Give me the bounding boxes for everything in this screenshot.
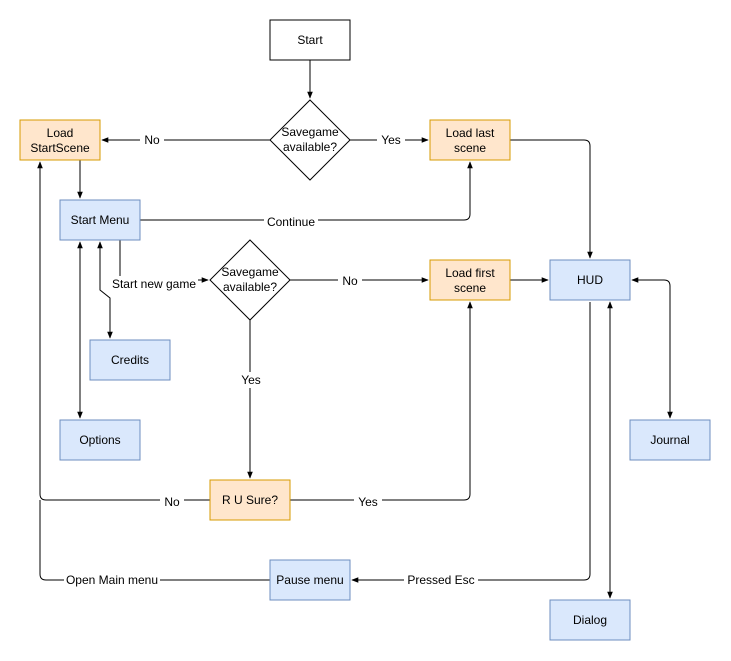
node-load-first-scene-line-2: scene bbox=[454, 281, 486, 295]
label-no-1: No bbox=[144, 133, 160, 147]
node-start-menu: Start Menu bbox=[59, 199, 141, 241]
node-dialog-label: Dialog bbox=[573, 613, 607, 627]
node-savegame-check-2: Savegame available? bbox=[209, 239, 291, 321]
label-open-main-menu: Open Main menu bbox=[66, 573, 158, 587]
label-no-3: No bbox=[164, 495, 180, 509]
node-options: Options bbox=[59, 419, 141, 461]
node-load-first-scene-line-1: Load first bbox=[445, 266, 495, 280]
edge-start-new-game bbox=[119, 240, 209, 283]
node-savegame-check-1-line-2: available? bbox=[283, 140, 337, 154]
label-pressed-esc: Pressed Esc bbox=[407, 573, 474, 587]
node-journal: Journal bbox=[629, 419, 711, 461]
node-journal-label: Journal bbox=[650, 433, 689, 447]
node-credits: Credits bbox=[89, 339, 171, 381]
label-yes-3: Yes bbox=[358, 495, 378, 509]
label-continue: Continue bbox=[267, 215, 315, 229]
node-load-startscene-line-1: Load bbox=[47, 126, 74, 140]
label-start-new-game: Start new game bbox=[112, 277, 196, 291]
node-options-label: Options bbox=[79, 433, 120, 447]
label-yes-2: Yes bbox=[241, 373, 261, 387]
edge-hud-journal bbox=[631, 277, 673, 419]
label-no-2: No bbox=[342, 274, 358, 288]
node-load-startscene-line-2: StartScene bbox=[30, 141, 90, 155]
node-load-last-scene: Load last scene bbox=[429, 119, 511, 161]
node-load-last-scene-line-2: scene bbox=[454, 141, 486, 155]
node-hud: HUD bbox=[549, 259, 631, 301]
node-savegame-check-2-line-1: Savegame bbox=[221, 265, 279, 279]
edge-start-menu-credits bbox=[97, 241, 113, 339]
edge-pressed-esc bbox=[351, 302, 591, 583]
node-pause-menu: Pause menu bbox=[269, 559, 351, 601]
node-pause-menu-label: Pause menu bbox=[276, 573, 343, 587]
edges bbox=[37, 60, 673, 599]
label-yes-1: Yes bbox=[381, 133, 401, 147]
node-savegame-check-2-line-2: available? bbox=[223, 280, 277, 294]
node-hud-label: HUD bbox=[577, 273, 603, 287]
node-load-last-scene-line-1: Load last bbox=[446, 126, 495, 140]
node-load-startscene: Load StartScene bbox=[19, 119, 101, 161]
edge-r-u-sure-yes bbox=[290, 301, 473, 501]
edge-load-last-to-hud bbox=[510, 139, 593, 259]
edge-open-main-menu bbox=[39, 500, 270, 581]
node-dialog: Dialog bbox=[549, 599, 631, 641]
edge-labels: No Yes Continue Start new game No Yes No… bbox=[64, 132, 478, 588]
node-savegame-check-1: Savegame available? bbox=[269, 99, 351, 181]
node-credits-label: Credits bbox=[111, 353, 149, 367]
node-start: Start bbox=[269, 19, 351, 61]
nodes: Start Savegame available? Load StartScen… bbox=[19, 19, 711, 641]
node-load-first-scene: Load first scene bbox=[429, 259, 511, 301]
edge-continue bbox=[140, 161, 473, 221]
node-savegame-check-1-line-1: Savegame bbox=[281, 125, 339, 139]
node-start-menu-label: Start Menu bbox=[71, 213, 130, 227]
node-start-label: Start bbox=[297, 33, 323, 47]
edge-r-u-sure-no bbox=[37, 161, 210, 501]
node-r-u-sure-label: R U Sure? bbox=[222, 493, 278, 507]
node-r-u-sure: R U Sure? bbox=[209, 479, 291, 521]
